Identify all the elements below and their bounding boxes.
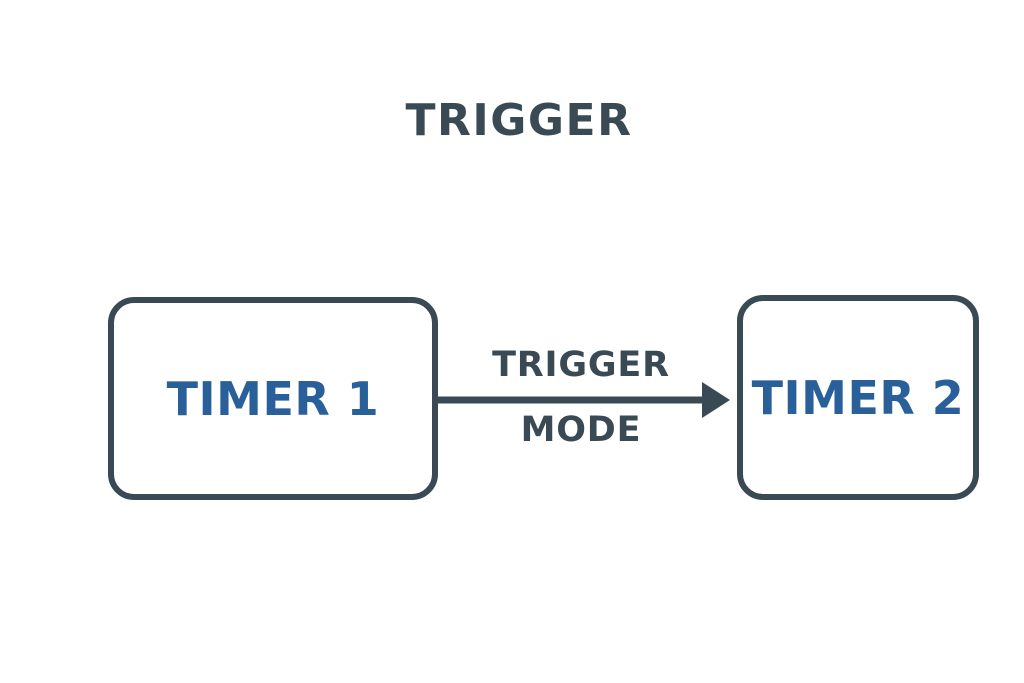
diagram-title: TRIGGER: [405, 95, 633, 146]
node-timer-1-label: TIMER 1: [166, 371, 380, 426]
node-timer-2-label: TIMER 2: [751, 370, 965, 425]
node-timer-1[interactable]: TIMER 1: [108, 297, 438, 500]
edge-timer1-to-timer2[interactable]: [430, 330, 740, 480]
edge-label-trigger: TRIGGER: [492, 345, 670, 385]
edge-label-mode: MODE: [520, 410, 642, 450]
arrowhead-icon: [702, 382, 730, 418]
node-timer-2[interactable]: TIMER 2: [737, 295, 979, 500]
